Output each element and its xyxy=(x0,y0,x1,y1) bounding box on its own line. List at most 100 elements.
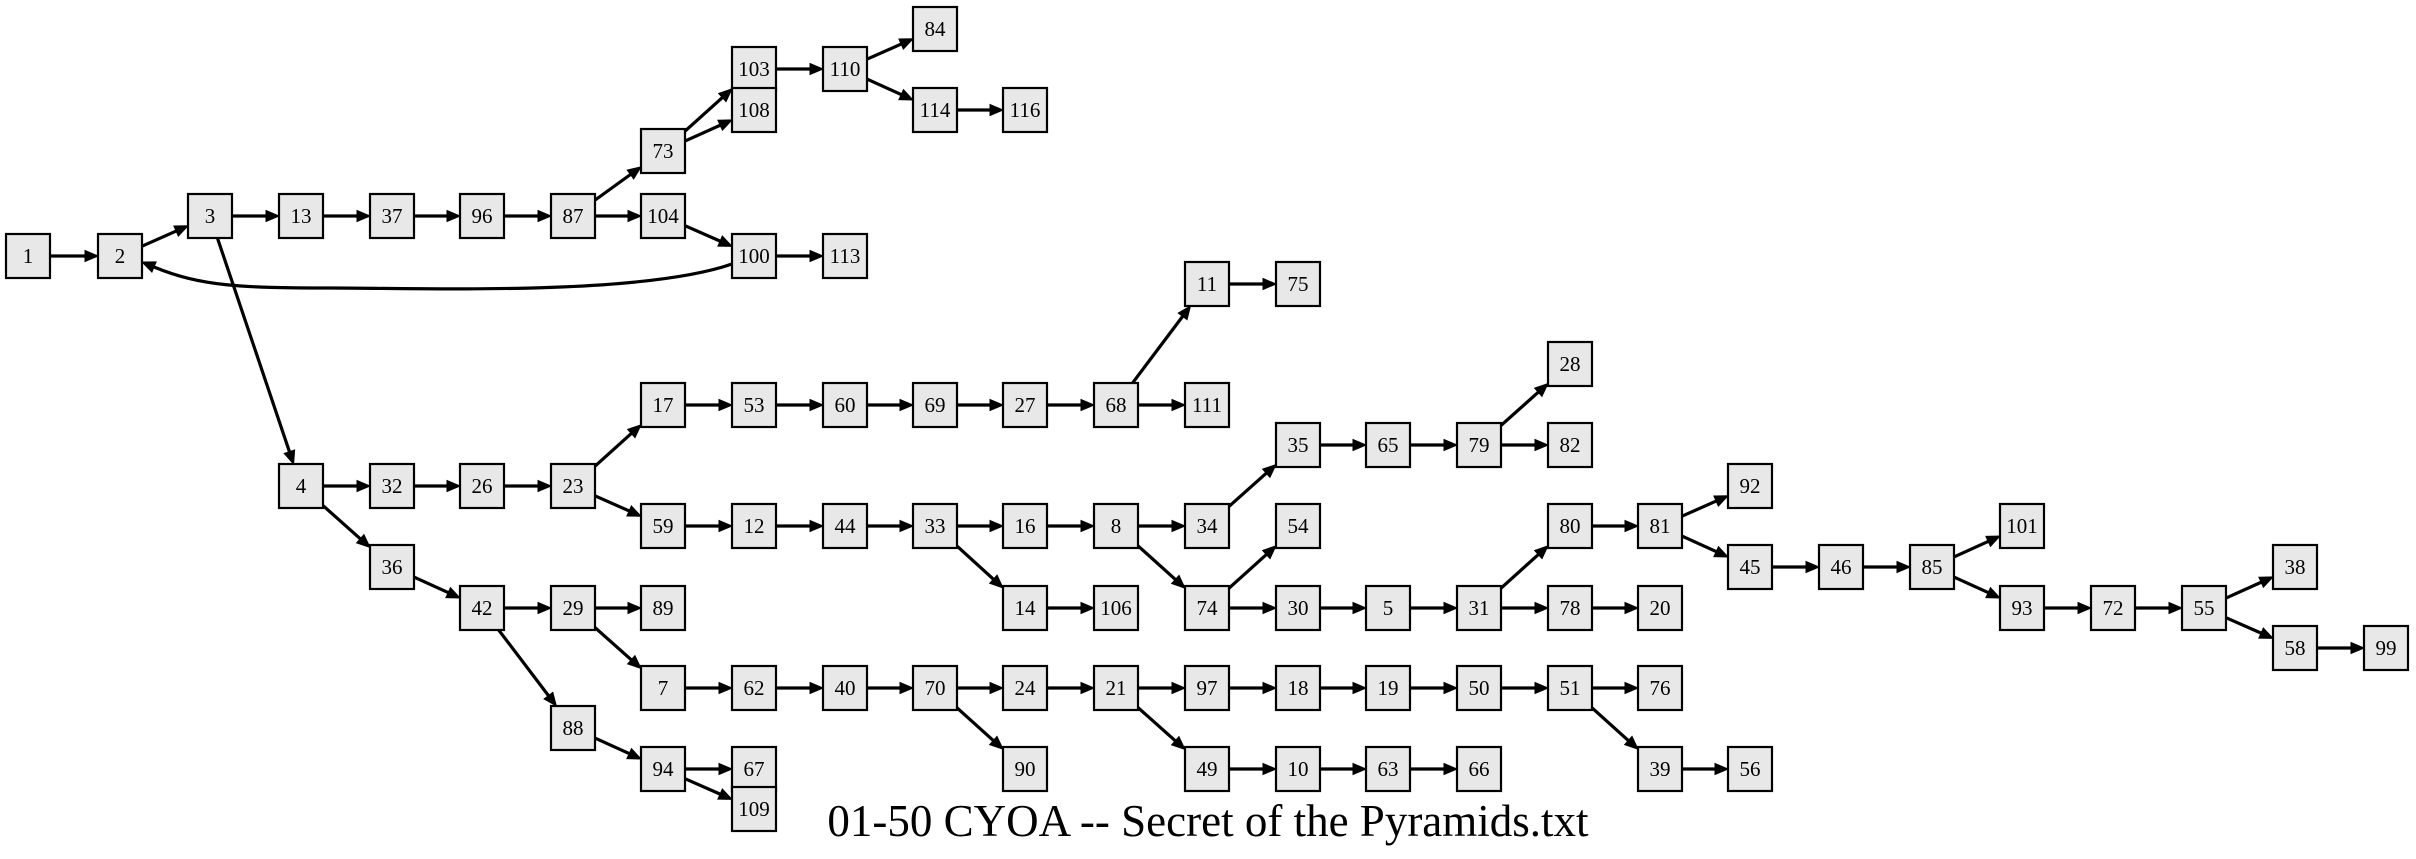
node-box xyxy=(4,232,52,280)
arrowhead-icon xyxy=(989,103,1005,117)
node-box xyxy=(730,381,778,429)
edge-line xyxy=(321,504,362,540)
node-box xyxy=(821,45,869,93)
node-box xyxy=(368,543,416,591)
node-box xyxy=(1274,584,1322,632)
edge-37-to-96 xyxy=(414,209,462,223)
node-24: 24 xyxy=(1001,664,1049,712)
node-88: 88 xyxy=(549,704,597,752)
node-box xyxy=(1092,502,1140,550)
node-label: 31 xyxy=(1469,596,1490,620)
edge-line xyxy=(684,777,721,796)
arrowhead-icon xyxy=(809,62,825,76)
node-label: 79 xyxy=(1469,433,1490,457)
node-label: 21 xyxy=(1106,676,1127,700)
node-101: 101 xyxy=(1998,502,2046,550)
arrowhead-icon xyxy=(809,681,825,695)
edge-line xyxy=(594,736,630,756)
arrowhead-icon xyxy=(989,681,1005,695)
node-box xyxy=(730,502,778,550)
arrowhead-icon xyxy=(718,681,734,695)
node-box xyxy=(458,462,506,510)
node-label: 23 xyxy=(563,474,584,498)
edge-29-to-89 xyxy=(595,601,643,615)
node-19: 19 xyxy=(1364,664,1412,712)
node-label: 38 xyxy=(2285,555,2306,579)
node-box xyxy=(1455,421,1503,469)
edge-line xyxy=(593,432,633,468)
node-11: 11 xyxy=(1183,260,1231,308)
arrowhead-icon xyxy=(283,449,296,466)
node-31: 31 xyxy=(1455,584,1503,632)
node-label: 87 xyxy=(563,204,584,228)
edge-line xyxy=(1681,534,1717,554)
node-39: 39 xyxy=(1636,745,1684,793)
edge-line xyxy=(1136,544,1177,581)
arrowhead-icon xyxy=(1080,519,1096,533)
edge-line xyxy=(866,77,902,97)
node-box xyxy=(730,86,778,134)
edge-line xyxy=(413,575,449,595)
edge-5-to-31 xyxy=(1410,601,1459,615)
node-73: 73 xyxy=(639,127,687,175)
arrowhead-icon xyxy=(1170,735,1186,751)
arrowhead-icon xyxy=(1623,735,1639,751)
edge-line xyxy=(683,96,724,133)
node-box xyxy=(821,664,869,712)
node-96: 96 xyxy=(458,192,506,240)
node-label: 26 xyxy=(472,474,493,498)
edge-96-to-87 xyxy=(504,209,553,223)
node-label: 80 xyxy=(1560,514,1581,538)
node-75: 75 xyxy=(1274,260,1322,308)
node-box xyxy=(1817,543,1865,591)
node-label: 108 xyxy=(738,98,770,122)
arrowhead-icon xyxy=(537,209,553,223)
node-box xyxy=(368,192,416,240)
edge-line xyxy=(1499,553,1540,590)
edge-line xyxy=(1681,499,1717,518)
node-56: 56 xyxy=(1726,745,1774,793)
edge-line xyxy=(1953,539,1989,559)
edge-79-to-28 xyxy=(1499,382,1549,427)
node-box xyxy=(821,502,869,550)
node-box xyxy=(1092,584,1140,632)
node-label: 69 xyxy=(925,393,946,417)
node-box xyxy=(1726,543,1774,591)
node-103: 103 xyxy=(730,45,778,93)
edge-69-to-27 xyxy=(957,398,1005,412)
arrowhead-icon xyxy=(1171,398,1187,412)
node-42: 42 xyxy=(458,584,506,632)
node-box xyxy=(1546,421,1594,469)
edge-4-to-32 xyxy=(323,479,372,493)
arrowhead-icon xyxy=(626,505,643,517)
edge-line xyxy=(594,494,630,513)
edge-30-to-5 xyxy=(1320,601,1368,615)
edge-42-to-29 xyxy=(504,601,553,615)
node-20: 20 xyxy=(1636,584,1684,632)
node-box xyxy=(639,664,687,712)
node-box xyxy=(730,232,778,280)
node-92: 92 xyxy=(1726,462,1774,510)
arrowhead-icon xyxy=(1262,681,1278,695)
node-box xyxy=(1998,584,2046,632)
node-label: 24 xyxy=(1015,676,1037,700)
arrowhead-icon xyxy=(1624,681,1640,695)
arrowhead-icon xyxy=(1534,438,1550,452)
node-box xyxy=(730,745,778,793)
edge-110-to-114 xyxy=(866,77,915,101)
edge-line xyxy=(1953,575,1989,595)
edge-line xyxy=(955,706,995,742)
edge-60-to-69 xyxy=(867,398,915,412)
node-box xyxy=(1001,381,1049,429)
edge-2-to-3 xyxy=(141,225,190,248)
edge-35-to-65 xyxy=(1320,438,1368,452)
node-box xyxy=(2271,543,2319,591)
edge-74-to-30 xyxy=(1229,601,1278,615)
edge-72-to-55 xyxy=(2135,601,2184,615)
arrowhead-icon xyxy=(717,788,734,800)
node-106: 106 xyxy=(1092,584,1140,632)
arrowhead-icon xyxy=(84,249,100,263)
node-label: 12 xyxy=(744,514,765,538)
node-72: 72 xyxy=(2089,584,2137,632)
edge-46-to-85 xyxy=(1863,560,1912,574)
